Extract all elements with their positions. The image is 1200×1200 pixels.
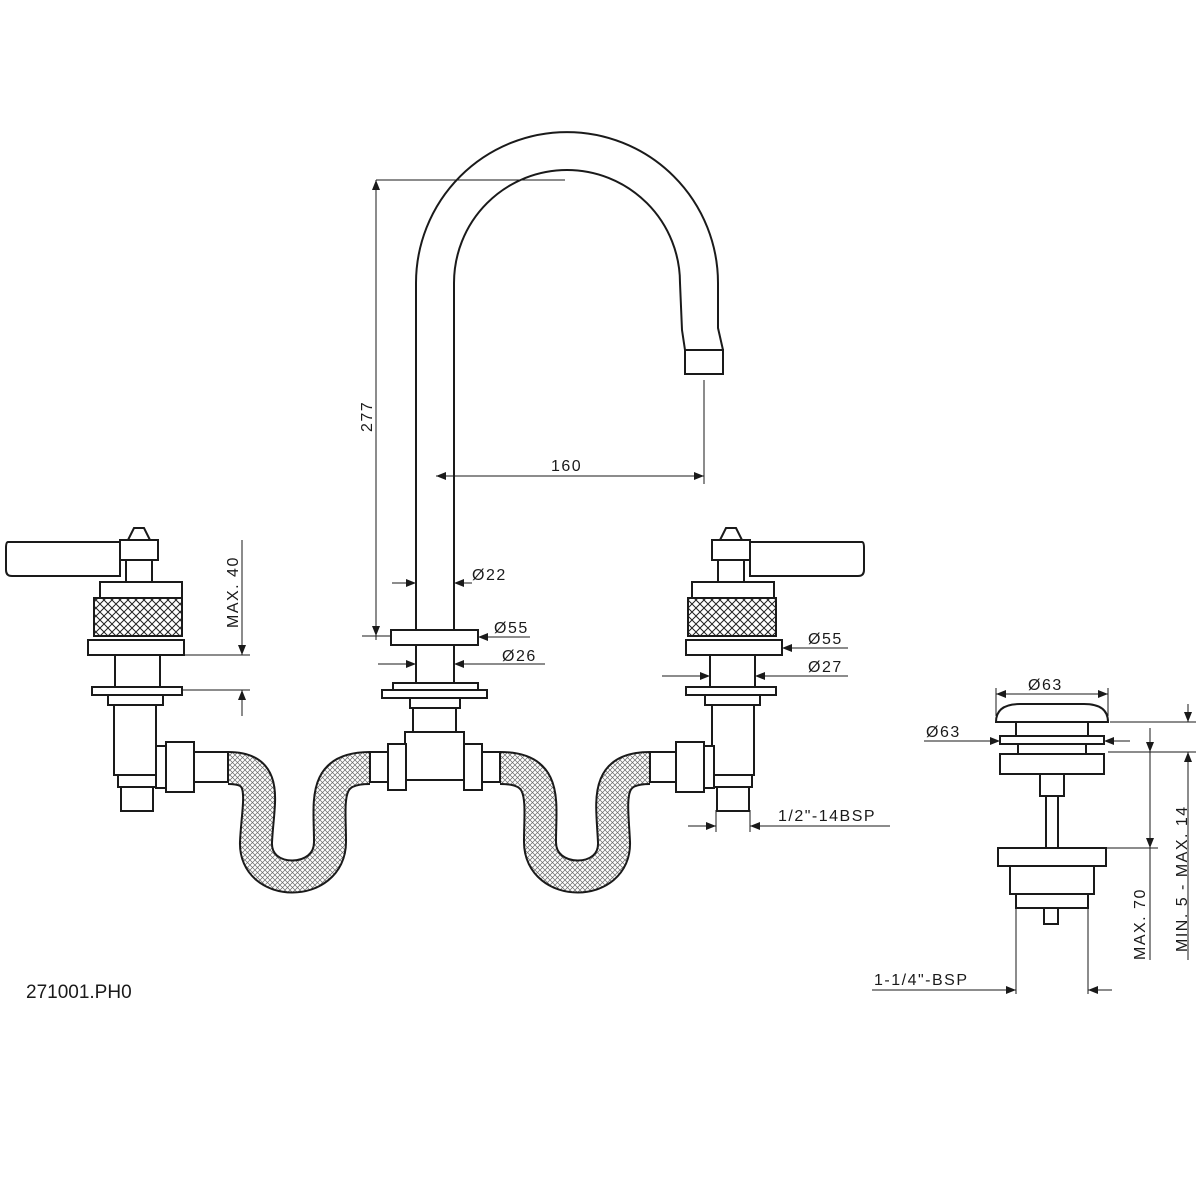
label-shank-right: Ø27 bbox=[808, 659, 843, 676]
label-waste-min-max: MIN. 5 - MAX. 14 bbox=[1174, 805, 1191, 952]
label-shank-center: Ø26 bbox=[502, 648, 537, 665]
pop-up-waste bbox=[994, 703, 1110, 925]
label-handle-max-height: MAX. 40 bbox=[225, 556, 242, 628]
label-waste-max-length: MAX. 70 bbox=[1132, 888, 1149, 960]
spout bbox=[415, 131, 724, 631]
label-connection-thread: 1/2"-14BSP bbox=[778, 808, 876, 825]
spout-base bbox=[381, 629, 488, 781]
right-hose-a bbox=[499, 751, 651, 894]
hose-fittings bbox=[155, 741, 715, 793]
label-spout-tube-diameter: Ø22 bbox=[472, 567, 507, 584]
label-spout-reach: 160 bbox=[551, 458, 582, 475]
label-spout-height: 277 bbox=[359, 401, 376, 432]
product-code: 271001.PH0 bbox=[26, 982, 132, 1003]
label-waste-flange-diameter: Ø63 bbox=[926, 724, 961, 741]
label-base-flange-right: Ø55 bbox=[808, 631, 843, 648]
left-hose bbox=[226, 751, 371, 894]
label-base-flange-center: Ø55 bbox=[494, 620, 529, 637]
left-valve bbox=[5, 527, 185, 812]
label-waste-head-diameter: Ø63 bbox=[1028, 677, 1063, 694]
right-valve bbox=[685, 527, 865, 812]
dimension-lines bbox=[182, 179, 1196, 994]
label-waste-thread: 1-1/4"-BSP bbox=[874, 972, 969, 989]
